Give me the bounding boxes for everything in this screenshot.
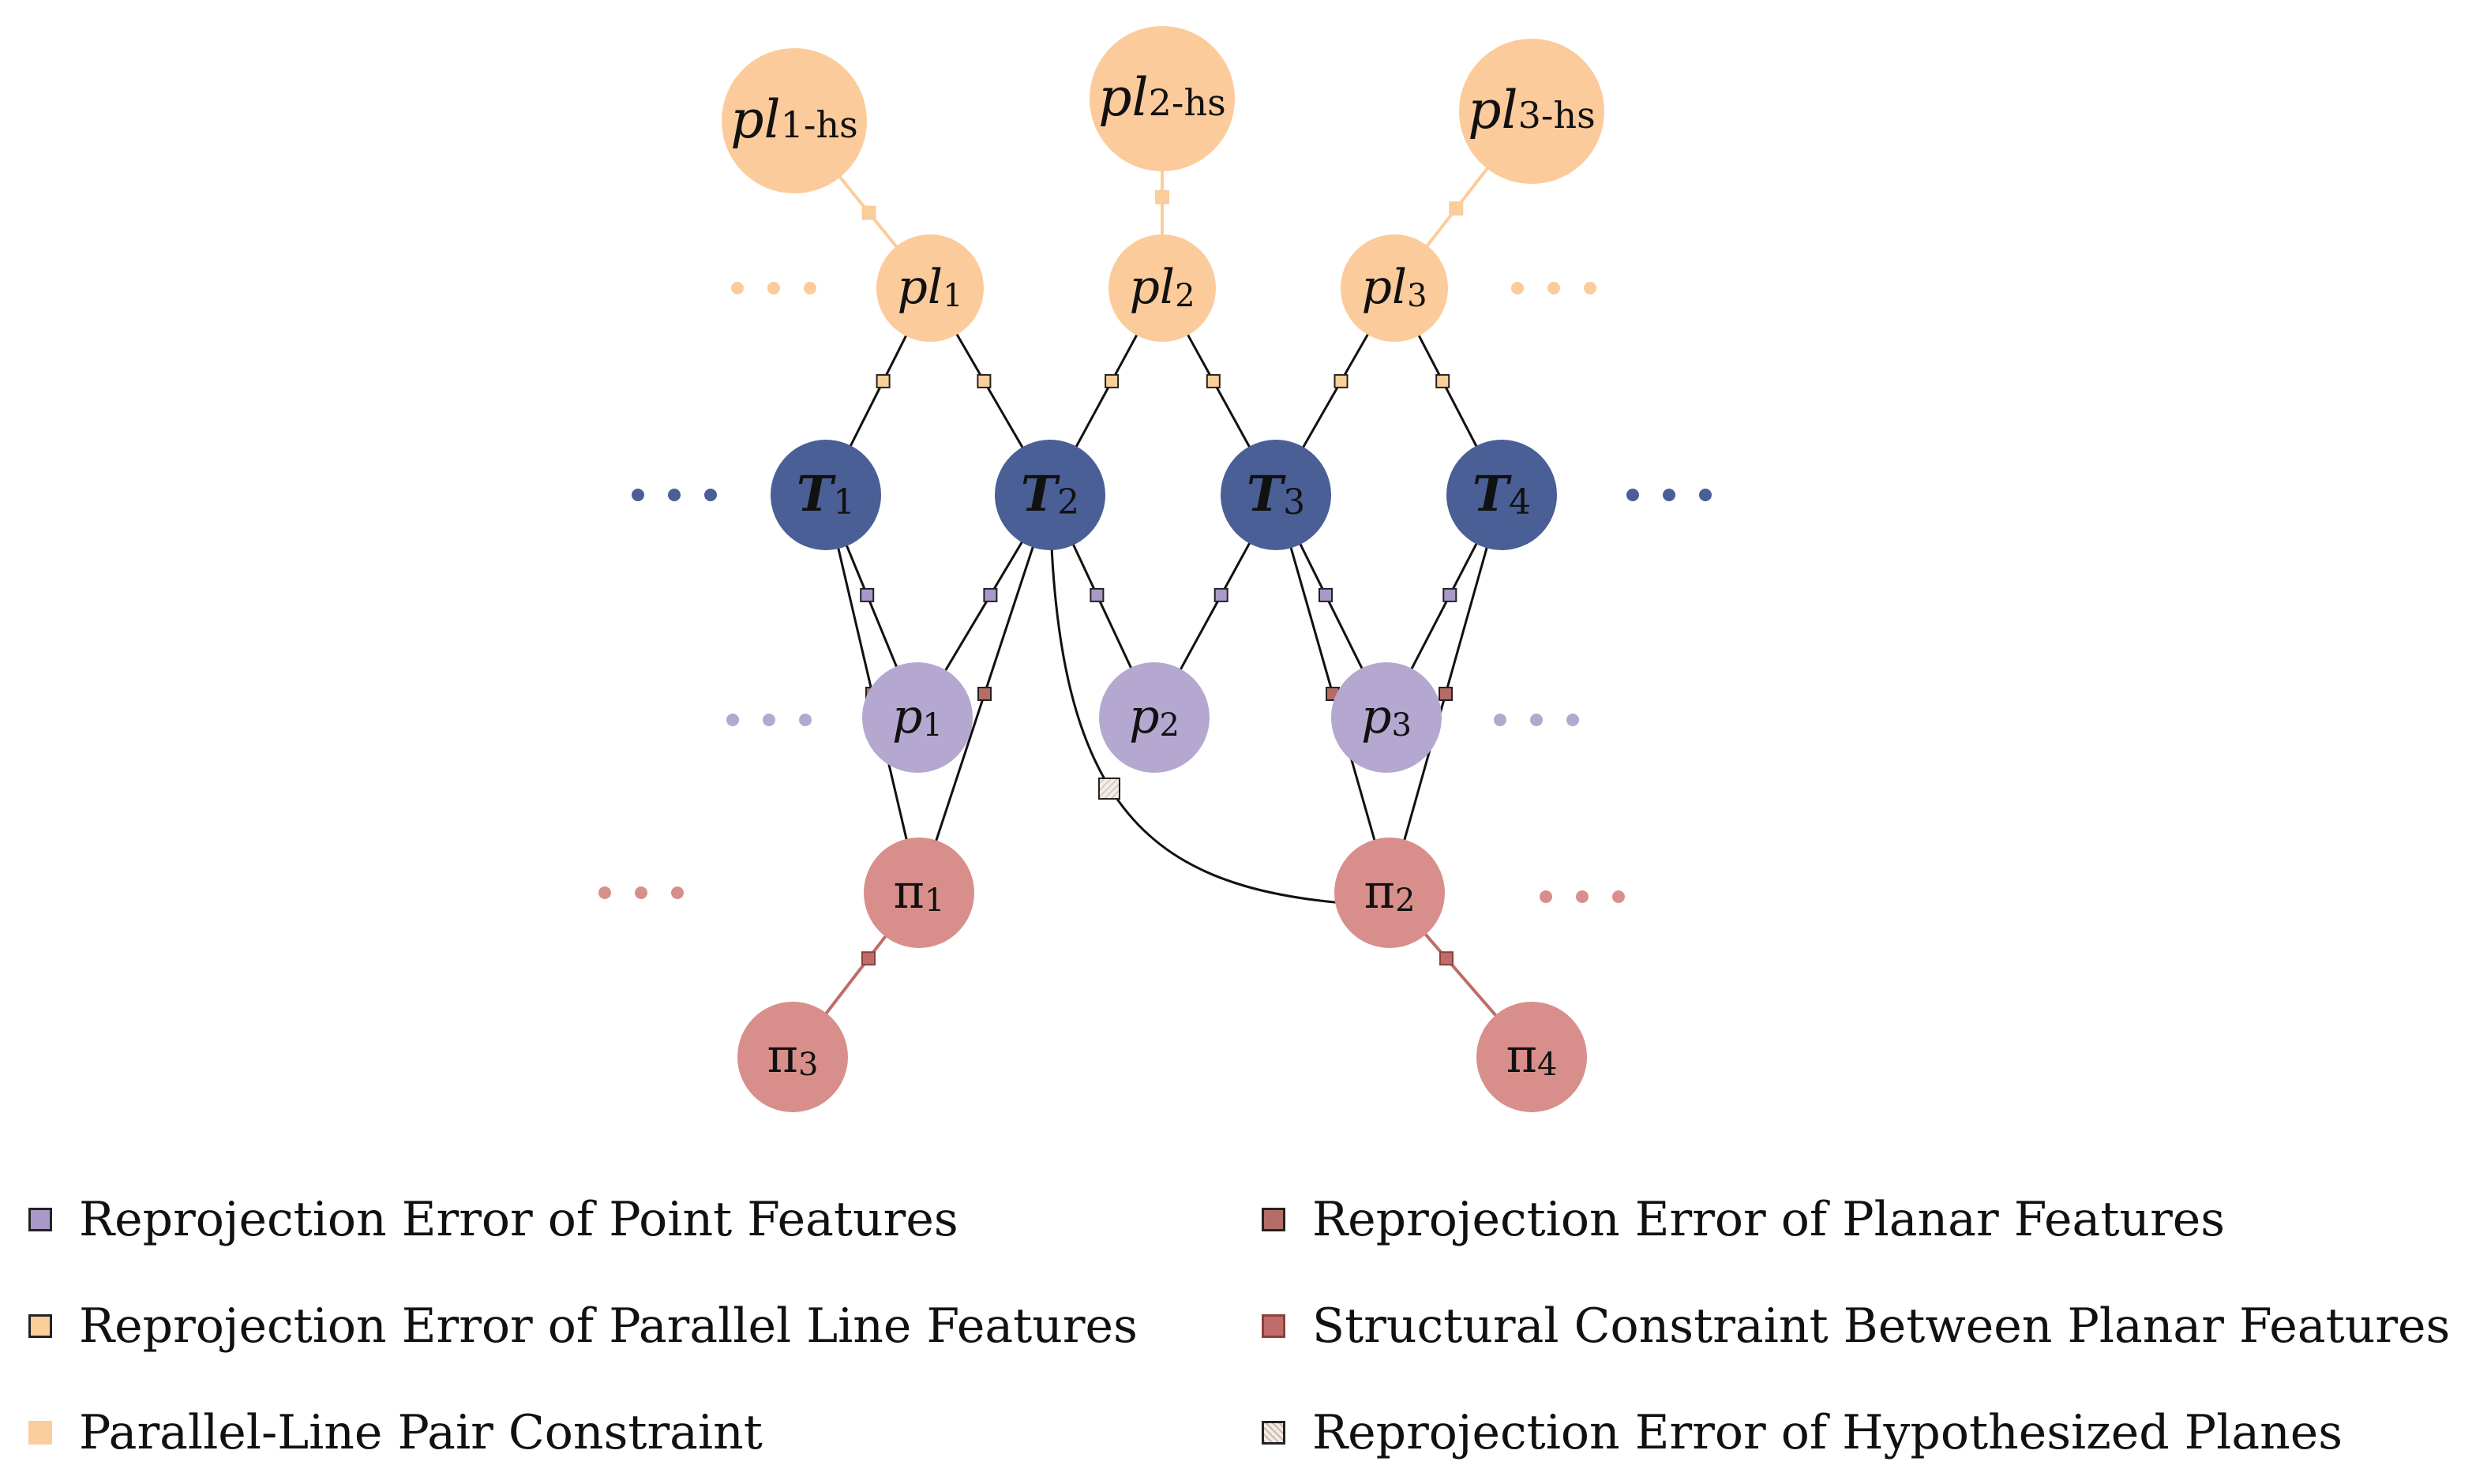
- ellipsis-lines-left: [731, 282, 816, 294]
- node-p1: p1: [862, 662, 973, 773]
- line-reprojection-factor: [1435, 373, 1450, 388]
- node-label: p1: [892, 689, 943, 744]
- node-t4: T4: [1446, 440, 1557, 550]
- node-t1: T1: [771, 440, 881, 550]
- ellipsis-points-right: [1494, 714, 1579, 726]
- node-label: T1: [797, 465, 855, 523]
- point-reprojection-factor: [1442, 587, 1457, 602]
- node-pl2hs: pl2-hs: [1090, 26, 1235, 171]
- node-pi1: π1: [864, 838, 974, 948]
- node-label: pl1: [897, 260, 962, 315]
- node-label: pl3: [1361, 260, 1427, 315]
- line-reprojection-factor: [876, 373, 891, 388]
- node-label: pl2: [1129, 260, 1195, 315]
- node-label: T3: [1247, 465, 1305, 523]
- ellipsis-lines-right: [1511, 282, 1596, 294]
- structural-constraint-factor: [861, 951, 876, 966]
- ellipsis-poses-left: [632, 489, 717, 501]
- node-label: T2: [1021, 465, 1079, 523]
- ellipsis-poses-right: [1626, 489, 1712, 501]
- continuation-dots: [598, 282, 1712, 903]
- line-pair-constraint-factor: [1449, 201, 1464, 216]
- node-label: T4: [1472, 465, 1531, 523]
- node-label: π4: [1506, 1029, 1558, 1084]
- node-label: pl3-hs: [1468, 80, 1595, 141]
- node-p2: p2: [1099, 662, 1210, 773]
- node-pl3hs: pl3-hs: [1459, 39, 1604, 184]
- ellipsis-planes-left: [598, 886, 684, 899]
- node-label: pl1-hs: [730, 89, 857, 150]
- node-label: π3: [767, 1029, 819, 1084]
- node-label: π2: [1364, 864, 1416, 920]
- node-label: p2: [1129, 689, 1180, 744]
- node-pi3: π3: [737, 1002, 848, 1112]
- ellipsis-planes-right: [1540, 890, 1625, 903]
- node-pi2: π2: [1334, 838, 1445, 948]
- point-reprojection-factor: [1319, 587, 1333, 602]
- ellipsis-points-left: [726, 714, 812, 726]
- edge-T2-pi2-hypothesized: [1048, 494, 1390, 908]
- node-label: pl2-hs: [1098, 67, 1225, 128]
- point-reprojection-factor: [1213, 587, 1228, 602]
- node-pl2: pl2: [1108, 234, 1216, 342]
- planar-reprojection-factor: [977, 687, 992, 701]
- node-p3: p3: [1331, 662, 1442, 773]
- node-pl1hs: pl1-hs: [722, 48, 867, 193]
- point-reprojection-factor: [1090, 587, 1105, 602]
- node-pl1: pl1: [876, 234, 984, 342]
- line-pair-constraint-factor: [861, 205, 876, 220]
- structural-constraint-factor: [1439, 951, 1454, 966]
- line-reprojection-factor: [1206, 373, 1221, 388]
- node-pl3: pl3: [1341, 234, 1448, 342]
- line-reprojection-factor: [977, 373, 992, 388]
- planar-reprojection-factor: [1439, 687, 1453, 701]
- node-t3: T3: [1221, 440, 1331, 550]
- node-label: p3: [1361, 689, 1412, 744]
- node-t2: T2: [995, 440, 1105, 550]
- hypothesized-plane-factor: [1098, 778, 1120, 800]
- point-reprojection-factor: [860, 587, 875, 602]
- line-pair-constraint-factor: [1155, 189, 1169, 204]
- node-pi4: π4: [1476, 1002, 1587, 1112]
- node-label: π1: [894, 864, 945, 920]
- line-reprojection-factor: [1334, 373, 1349, 388]
- point-reprojection-factor: [983, 587, 998, 602]
- line-reprojection-factor: [1105, 373, 1120, 388]
